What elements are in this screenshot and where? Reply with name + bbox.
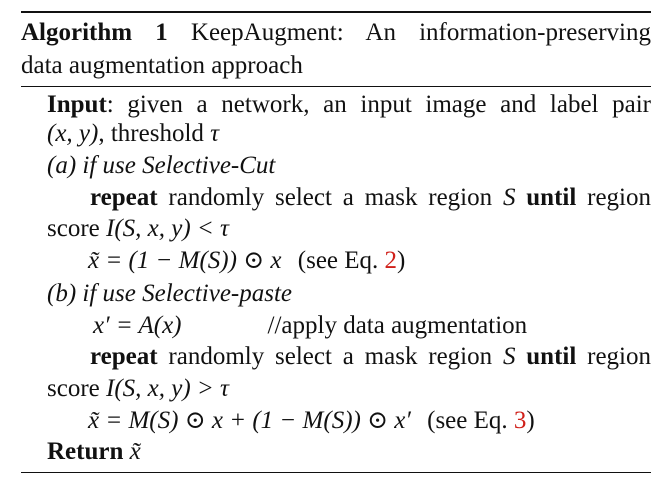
case-b-see-prefix: (see Eq. [427,407,514,434]
case-b-update-line: x̃ = M(S) ⊙ x + (1 − M(S)) ⊙ x′ (see Eq.… [88,406,535,436]
input-label: Input [47,91,107,118]
top-rule [21,11,651,13]
case-b-until-keyword: until [526,343,577,370]
bottom-rule [21,472,651,473]
case-a-see-suffix: ) [397,247,406,274]
case-a-score-text: score [47,215,106,242]
return-line: Return x̃ [47,437,141,467]
case-a-mask-symbol: S [502,184,516,211]
input-text: : given a network, an input image and la… [106,91,651,118]
case-b-mask-symbol: S [502,343,516,370]
threshold-text: , threshold [98,120,211,147]
case-a-region-text: region [576,184,651,211]
case-a-update-expr: x̃ = (1 − M(S)) ⊙ x [88,247,282,274]
case-b-see-suffix: ) [526,407,535,434]
case-b-region-text: region [576,343,651,370]
case-a-eq-ref[interactable]: 2 [384,247,398,274]
case-b-repeat-text: randomly select a mask region [157,343,503,370]
case-b-eq-ref[interactable]: 3 [513,407,527,434]
case-a-repeat-keyword: repeat [90,184,158,211]
case-b-aug-expr: x′ = A(x) [93,312,182,339]
case-a-until-keyword: until [526,184,577,211]
case-a-score-expr: I(S, x, y) < τ [106,215,229,242]
case-b-score-expr: I(S, x, y) > τ [106,375,229,402]
case-b-update-expr: x̃ = M(S) ⊙ x + (1 − M(S)) ⊙ x′ [88,407,411,434]
case-b-repeat-keyword: repeat [90,343,158,370]
case-b-score-line: score I(S, x, y) > τ [47,374,229,404]
return-value: x̃ [129,438,141,465]
case-a-label: (a) if use Selective-Cut [47,152,276,179]
algorithm-label: Algorithm 1 [21,19,168,46]
case-a-see-prefix: (see Eq. [297,247,385,274]
input-pair: (x, y) [47,120,99,147]
case-a-update-line: x̃ = (1 − M(S)) ⊙ x (see Eq. 2) [88,246,405,276]
case-b-repeat-line: repeat randomly select a mask region S u… [90,342,651,372]
algorithm-title-line1: KeepAugment: An information-preserving [190,19,651,46]
algorithm-header-line2: data augmentation approach [21,51,303,81]
case-a-repeat-line: repeat randomly select a mask region S u… [90,183,651,213]
case-b-aug-line: x′ = A(x) //apply data augmentation [93,311,527,341]
case-b-score-text: score [47,375,106,402]
header-rule [21,86,651,87]
input-line1: Input: given a network, an input image a… [47,90,651,120]
return-label: Return [47,438,124,465]
input-line2: (x, y), threshold τ [47,119,219,149]
algorithm-header-line1: Algorithm 1 KeepAugment: An information-… [21,18,651,48]
case-a-score-line: score I(S, x, y) < τ [47,214,229,244]
case-b-label: (b) if use Selective-paste [47,280,293,307]
case-b-comment: //apply data augmentation [267,312,528,339]
case-a-repeat-text: randomly select a mask region [157,184,503,211]
algorithm-title-line2: data augmentation approach [21,52,303,79]
threshold-symbol: τ [210,120,220,147]
